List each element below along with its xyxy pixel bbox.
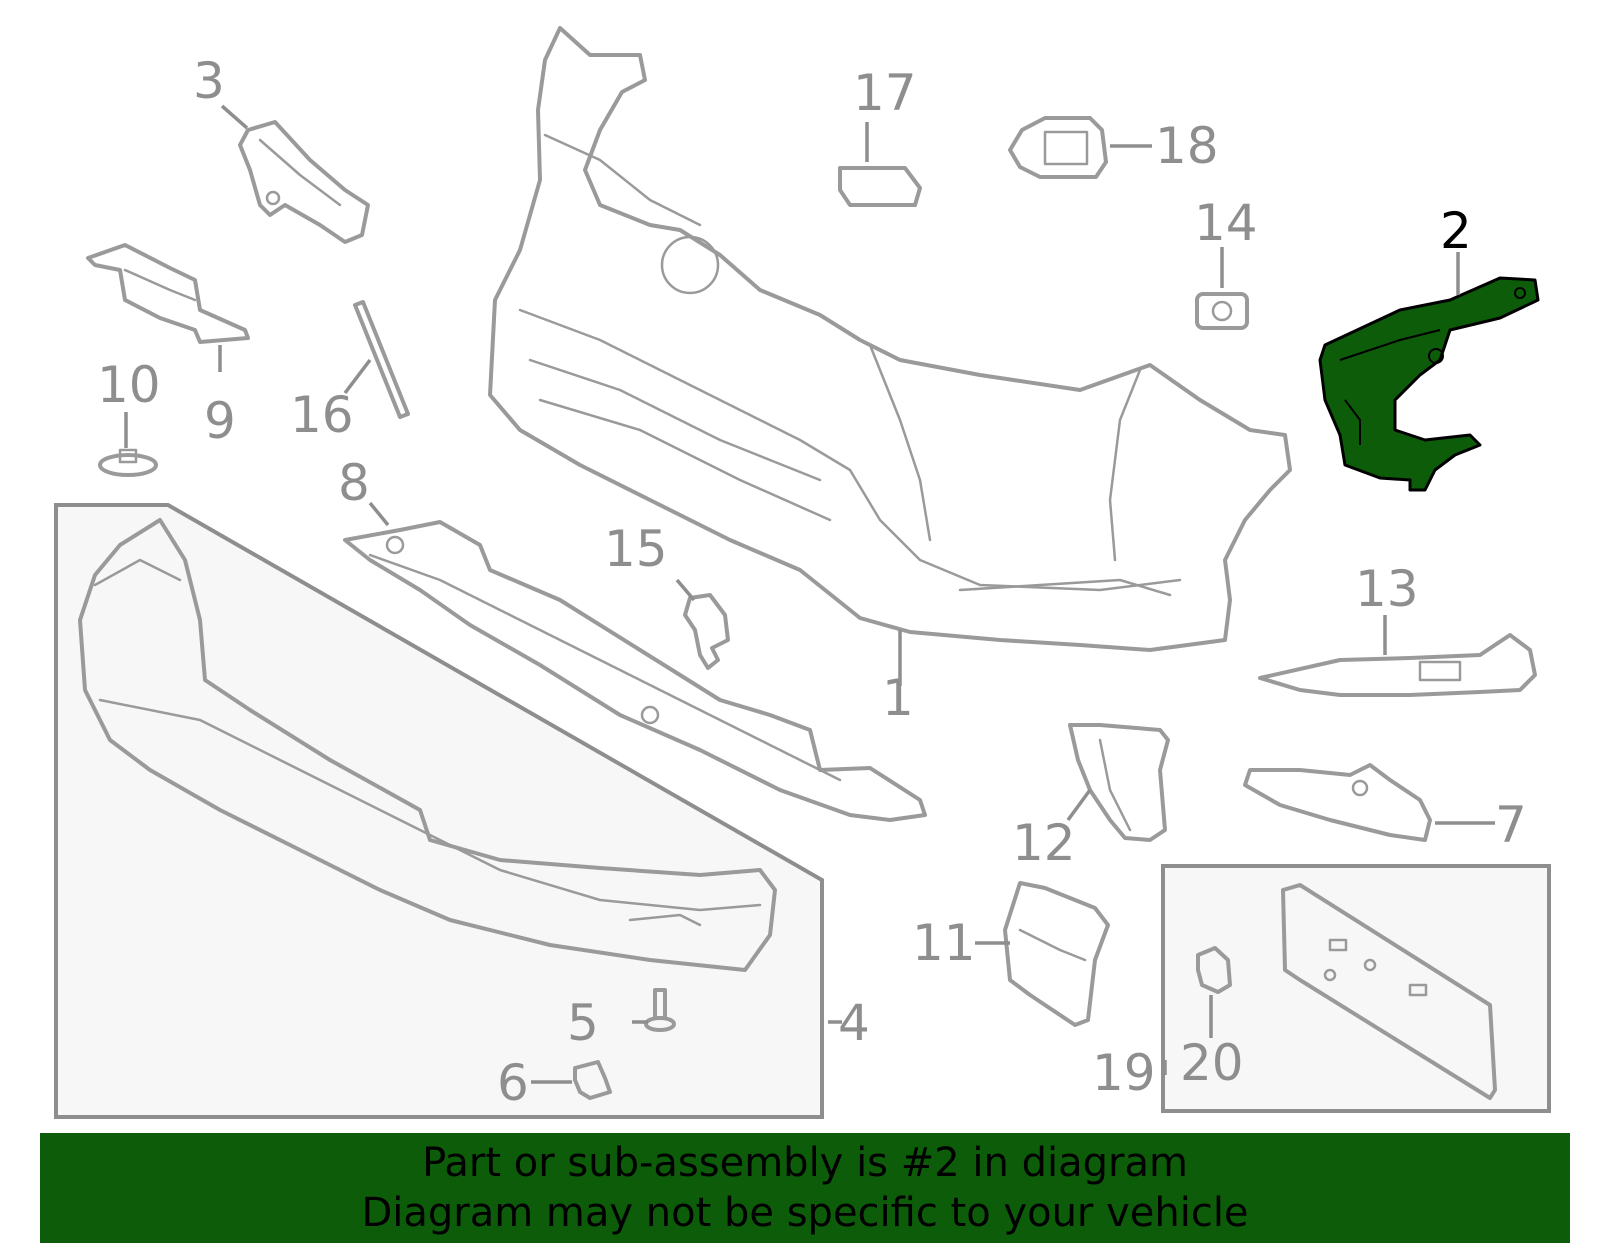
part-14-sensor[interactable]: [1195, 292, 1249, 330]
info-banner: Part or sub-assembly is #2 in diagram Di…: [40, 1133, 1570, 1243]
callout-2[interactable]: 2: [1440, 202, 1472, 260]
callout-3[interactable]: 3: [193, 52, 225, 110]
callout-15[interactable]: 15: [604, 520, 668, 578]
part-18-bracket[interactable]: [1008, 116, 1108, 179]
callout-11[interactable]: 11: [912, 914, 976, 972]
part-12-bracket[interactable]: [1068, 723, 1170, 842]
callout-18[interactable]: 18: [1155, 117, 1219, 175]
part-3-bracket[interactable]: [238, 120, 370, 244]
callout-12[interactable]: 12: [1012, 814, 1076, 872]
banner-line-1: Part or sub-assembly is #2 in diagram: [422, 1140, 1188, 1186]
part-17-cap[interactable]: [838, 166, 922, 207]
banner-line-2: Diagram may not be specific to your vehi…: [361, 1190, 1249, 1236]
callout-4[interactable]: 4: [838, 994, 870, 1052]
part-2-highlighted-bracket[interactable]: [1318, 276, 1540, 492]
part-7-garnish[interactable]: [1243, 763, 1432, 842]
callout-8[interactable]: 8: [338, 454, 370, 512]
part-19-license-bracket[interactable]: [1281, 883, 1497, 1100]
part-20-nut[interactable]: [1196, 946, 1232, 994]
callout-numbers: 3 17 18 14 2 10 9 16 8 15 1 13 12 7 11 5…: [97, 52, 1527, 1112]
part-11-bracket[interactable]: [1003, 881, 1110, 1027]
part-16-strip[interactable]: [353, 300, 410, 419]
part-19-box: [1161, 864, 1551, 1113]
callout-6[interactable]: 6: [497, 1054, 529, 1112]
part-5-screw[interactable]: [644, 988, 676, 1032]
callout-1[interactable]: 1: [882, 669, 914, 727]
callout-20[interactable]: 20: [1180, 1034, 1244, 1092]
part-1-bumper-cover[interactable]: [488, 26, 1292, 652]
callout-16[interactable]: 16: [290, 386, 354, 444]
part-15-bracket[interactable]: [683, 593, 730, 670]
part-6-clip[interactable]: [573, 1060, 612, 1100]
callout-17[interactable]: 17: [853, 64, 917, 122]
part-4-box: [54, 503, 824, 1119]
callout-19[interactable]: 19: [1092, 1044, 1156, 1102]
leader-lines: [124, 104, 1495, 1084]
part-9-bracket[interactable]: [86, 243, 250, 344]
part-8-absorber[interactable]: [343, 520, 927, 822]
callout-10[interactable]: 10: [97, 356, 161, 414]
part-13-garnish[interactable]: [1258, 633, 1537, 697]
callout-5[interactable]: 5: [567, 994, 599, 1052]
callout-9[interactable]: 9: [204, 392, 236, 450]
callout-14[interactable]: 14: [1194, 194, 1258, 252]
part-4-lower-bumper[interactable]: [78, 518, 777, 972]
callout-7[interactable]: 7: [1495, 796, 1527, 854]
part-10-clip[interactable]: [98, 448, 158, 477]
callout-13[interactable]: 13: [1355, 560, 1419, 618]
